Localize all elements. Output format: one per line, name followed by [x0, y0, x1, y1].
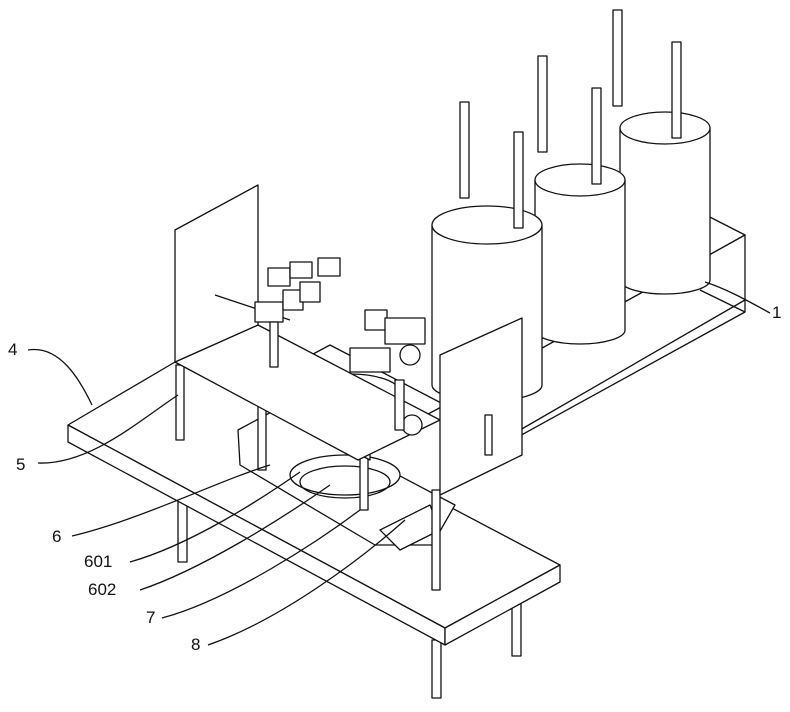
label-601: 601	[84, 553, 112, 570]
label-6: 6	[52, 528, 61, 545]
cylinder-3	[613, 10, 710, 294]
cylinder-2	[535, 56, 625, 344]
label-602: 602	[88, 581, 116, 598]
label-7: 7	[146, 609, 155, 626]
label-4: 4	[8, 341, 17, 358]
label-8: 8	[191, 636, 200, 653]
label-5: 5	[16, 456, 25, 473]
label-1: 1	[772, 304, 781, 321]
